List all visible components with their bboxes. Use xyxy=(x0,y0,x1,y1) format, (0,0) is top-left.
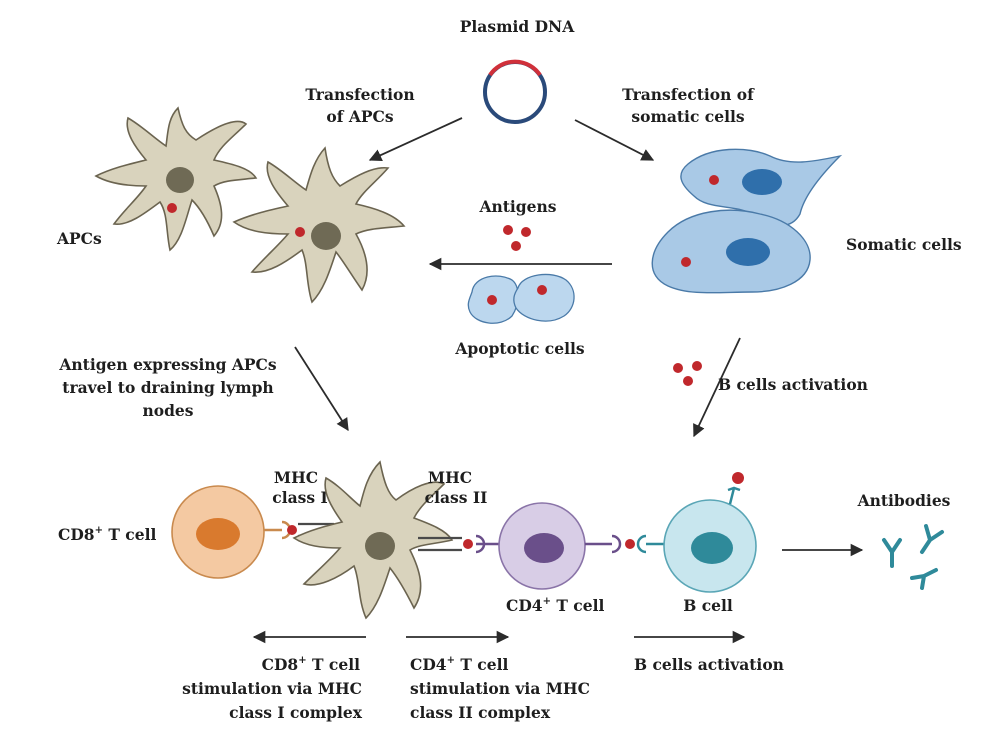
transfection-somatic-label-2: somatic cells xyxy=(631,107,744,126)
apoptotic-cells-label: Apoptotic cells xyxy=(454,339,584,358)
antibody-icon xyxy=(882,524,944,590)
b-cell-label: B cell xyxy=(683,596,733,615)
cd4-stimulation-label-1: CD4+ T cell xyxy=(410,655,508,674)
apc-cell-left xyxy=(94,106,258,252)
antigen-dots xyxy=(503,225,531,251)
cd4-t-cell-label: CD4+ T cell xyxy=(506,596,604,615)
mhc-class-ii-label-2: class II xyxy=(425,488,488,507)
b-cell-antigen-dots xyxy=(673,361,702,386)
arrow-to-somatic xyxy=(574,119,655,161)
cd8-stimulation-label-3: class I complex xyxy=(229,703,363,722)
cd8-stimulation-label-2: stimulation via MHC xyxy=(182,679,362,698)
antigens-label: Antigens xyxy=(478,197,556,216)
apoptotic-cells xyxy=(467,273,575,324)
arrow-to-lymph-nodes xyxy=(294,346,349,432)
b-cells-activation-upper-label: B cells activation xyxy=(718,375,868,394)
antigen-travel-label-1: Antigen expressing APCs xyxy=(58,355,277,374)
arrow-to-apcs xyxy=(368,117,463,162)
mhc-class-ii-label-1: MHC xyxy=(428,468,472,487)
cd4-t-cell xyxy=(498,502,586,590)
apcs-label: APCs xyxy=(56,229,102,248)
cd4-stimulation-label-2: stimulation via MHC xyxy=(410,679,590,698)
mhc-class-i-label-1: MHC xyxy=(274,468,318,487)
cd4-b-cell-interface xyxy=(585,534,664,554)
transfection-apcs-label-2: of APCs xyxy=(326,107,393,126)
cd4-stimulation-label-3: class II complex xyxy=(410,703,551,722)
cd8-stimulation-label-1: CD8+ T cell xyxy=(262,655,360,674)
b-cell xyxy=(663,472,757,593)
mhc-class-ii-complex xyxy=(418,534,500,554)
cd8-t-cell-label: CD8+ T cell xyxy=(58,525,156,544)
b-cells-activation-lower-label: B cells activation xyxy=(634,655,784,674)
somatic-cell-bottom xyxy=(651,209,811,294)
somatic-cells-label: Somatic cells xyxy=(846,235,962,254)
transfection-apcs-label-1: Transfection xyxy=(305,85,414,104)
plasmid-dna-icon xyxy=(483,59,547,124)
plasmid-dna-label: Plasmid DNA xyxy=(460,17,575,36)
antigen-travel-label-3: nodes xyxy=(142,401,193,420)
arrow-to-b-cell xyxy=(693,337,741,438)
antigen-travel-label-2: travel to draining lymph xyxy=(62,378,273,397)
somatic-cell-top xyxy=(680,148,843,226)
apc-cell-lymph-node xyxy=(292,460,454,620)
transfection-somatic-label-1: Transfection of xyxy=(622,85,755,104)
mhc-class-i-label-2: class I xyxy=(272,488,327,507)
apc-cell-right xyxy=(232,146,406,304)
cd8-t-cell xyxy=(171,485,265,579)
antibodies-label: Antibodies xyxy=(857,491,951,510)
